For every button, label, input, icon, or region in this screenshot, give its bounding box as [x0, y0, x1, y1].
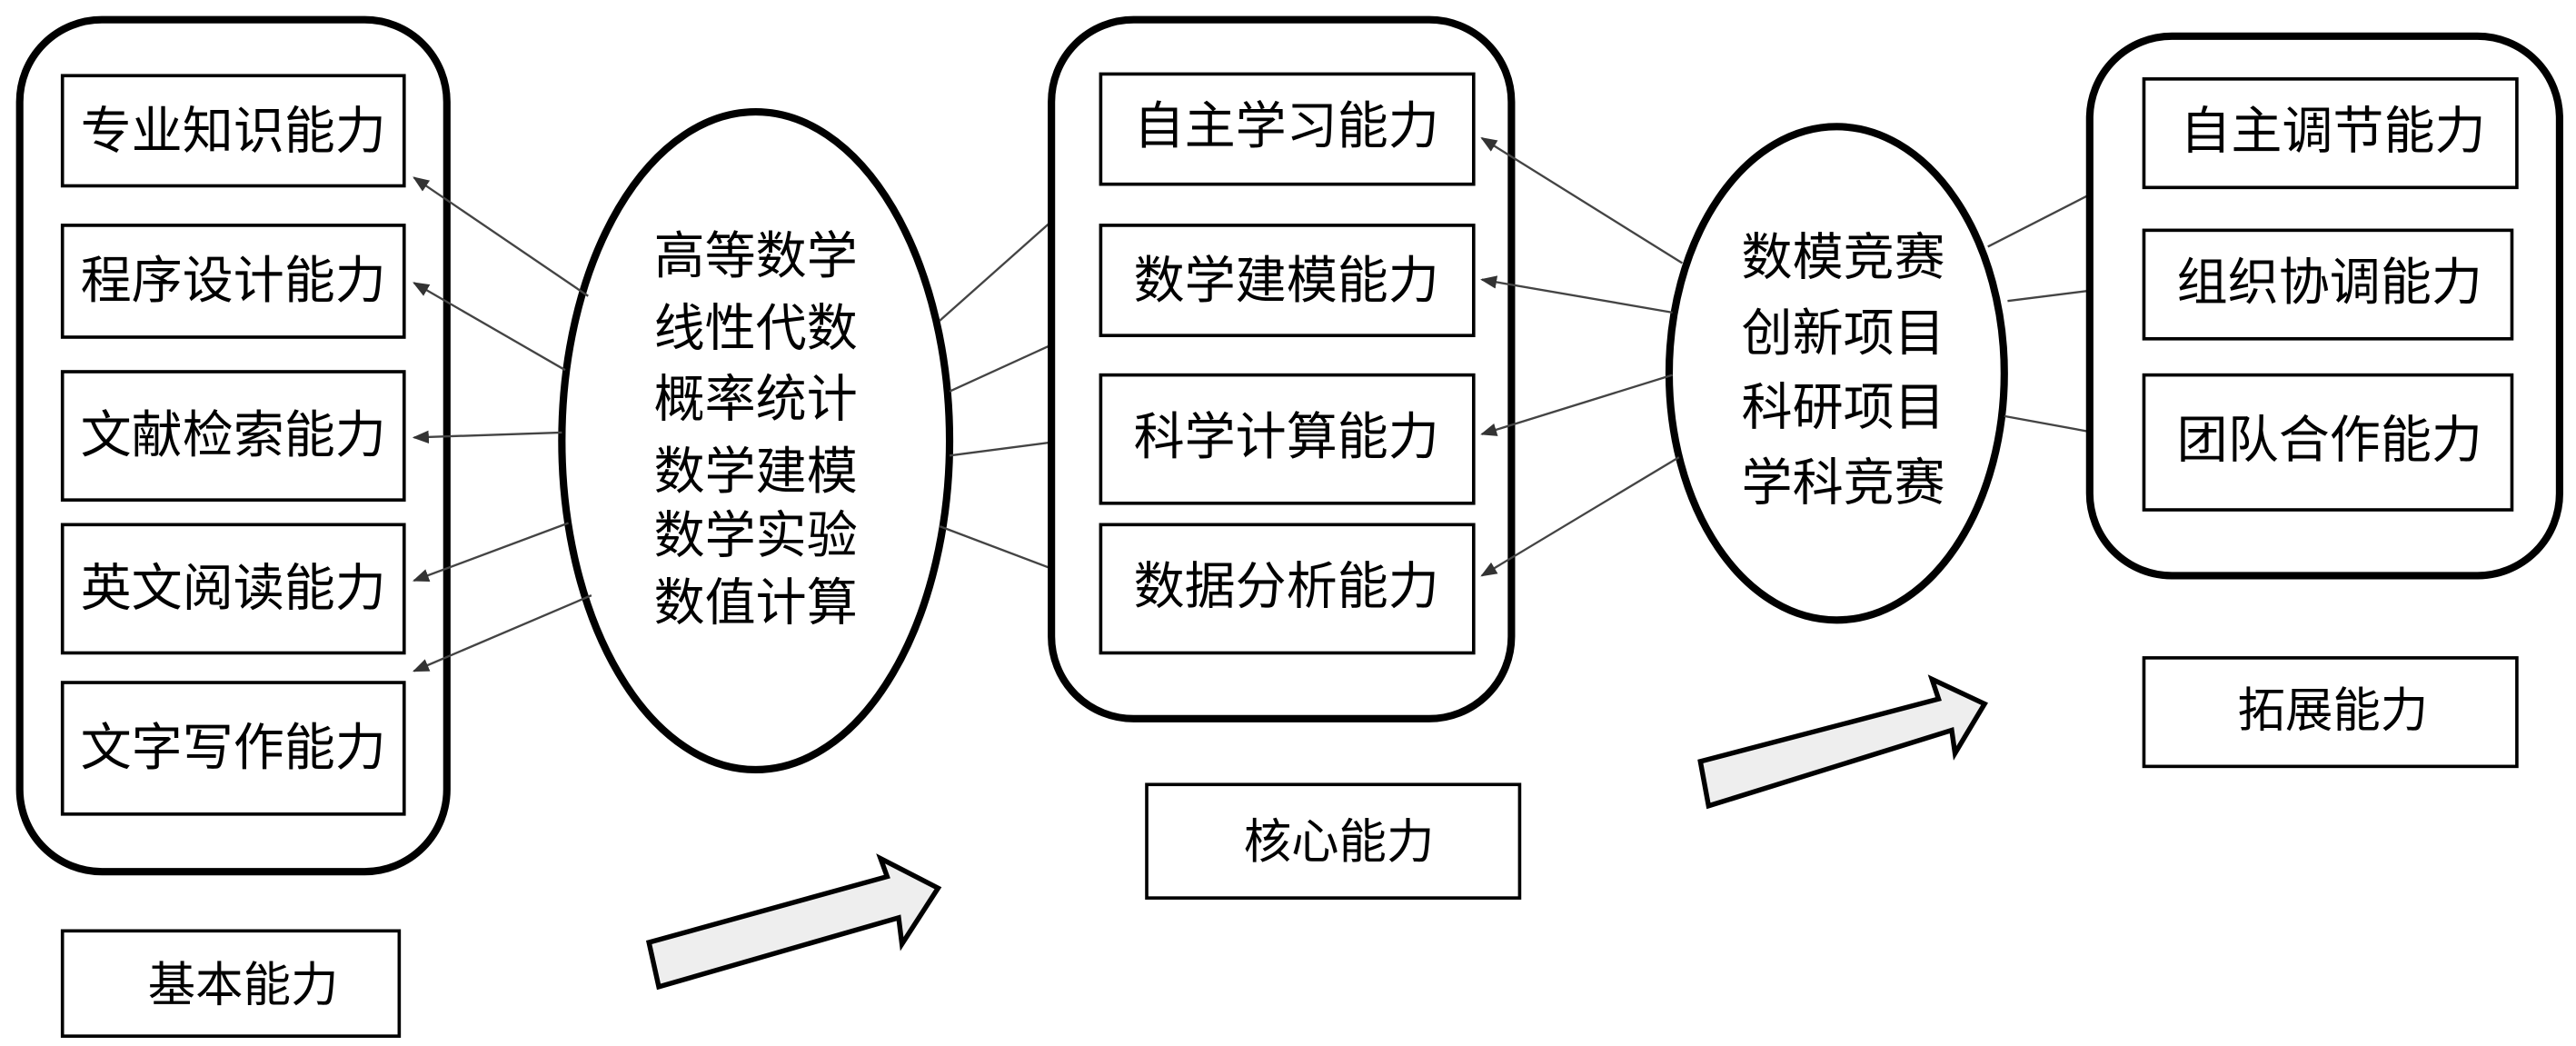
basic-item-4: 文字写作能力: [60, 681, 406, 816]
basic-item-2: 文献检索能力: [60, 370, 406, 502]
core-item-box: [1099, 373, 1476, 505]
progression-arrow-basic-to-core: [645, 853, 942, 991]
course-label: 数学建模: [654, 443, 858, 502]
basic-item-label: 文献检索能力: [81, 406, 386, 465]
extended-item-label: 自主调节能力: [2180, 102, 2485, 161]
activity-label: 科研项目: [1742, 378, 1945, 437]
core-item-0: 自主学习能力: [1099, 72, 1476, 186]
activity-label: 创新项目: [1742, 304, 1945, 364]
connector-arrow: [412, 522, 569, 582]
course-label: 高等数学: [654, 227, 858, 286]
extended-ability-caption: 拓展能力: [2142, 656, 2519, 769]
basic-item-box: [60, 224, 406, 339]
basic-ability-group: 专业知识能力 程序设计能力 文献检索能力 英文阅读能力 文字写作能力 基本能力: [15, 15, 451, 1038]
connector-arrow: [1480, 275, 1673, 314]
basic-item-label: 程序设计能力: [81, 252, 386, 311]
caption-box: [1145, 782, 1522, 900]
activities-node: 数模竞赛 创新项目 科研项目 学科竞赛: [1665, 123, 2008, 624]
basic-item-box: [60, 370, 406, 502]
core-item-box: [1099, 523, 1476, 655]
caption-label: 核心能力: [1244, 814, 1435, 870]
core-item-label: 数据分析能力: [1134, 558, 1439, 617]
core-item-box: [1099, 72, 1476, 186]
extended-item-box: [2142, 77, 2519, 190]
course-label: 线性代数: [654, 299, 858, 358]
extended-item-label: 组织协调能力: [2177, 254, 2482, 313]
activity-label: 数模竞赛: [1742, 229, 1945, 288]
courses-ellipse: [558, 107, 954, 774]
connector-arrow: [1480, 137, 1684, 264]
basic-item-label: 文字写作能力: [81, 719, 386, 778]
extended-item-box: [2142, 373, 2514, 512]
basic-item-1: 程序设计能力: [60, 224, 406, 339]
basic-item-label: 英文阅读能力: [81, 559, 386, 618]
courses-node: 高等数学 线性代数 概率统计 数学建模 数学实验 数值计算: [558, 107, 954, 774]
activity-label: 学科竞赛: [1742, 454, 1945, 513]
caption-box: [2142, 656, 2519, 769]
core-item-label: 数学建模能力: [1134, 252, 1439, 311]
caption-label: 基本能力: [148, 958, 339, 1013]
basic-item-3: 英文阅读能力: [60, 523, 406, 655]
course-label: 数学实验: [654, 506, 858, 565]
course-label: 概率统计: [654, 370, 858, 429]
core-item-1: 数学建模能力: [1099, 224, 1476, 337]
connector-arrow: [413, 282, 566, 372]
extended-item-1: 组织协调能力: [2142, 228, 2514, 341]
activities-to-core-connectors: [1480, 137, 1684, 577]
core-item-3: 数据分析能力: [1099, 523, 1476, 655]
caption-label: 拓展能力: [2238, 682, 2429, 738]
connector-arrow: [413, 176, 589, 297]
extended-ability-group: 自主调节能力 组织协调能力 团队合作能力 拓展能力: [2085, 32, 2563, 769]
extended-item-box: [2142, 228, 2514, 341]
connector-arrow: [412, 594, 592, 672]
basic-item-0: 专业知识能力: [60, 74, 406, 188]
core-item-box: [1099, 224, 1476, 337]
course-label: 数值计算: [654, 574, 858, 633]
basic-item-label: 专业知识能力: [81, 102, 386, 161]
connector-arrow: [1480, 456, 1680, 577]
basic-ability-caption: 基本能力: [60, 929, 402, 1038]
core-item-label: 自主学习能力: [1134, 97, 1439, 156]
connector-arrow: [1480, 374, 1673, 436]
extended-item-0: 自主调节能力: [2142, 77, 2519, 190]
courses-to-basic-connectors: [412, 176, 592, 672]
extended-item-2: 团队合作能力: [2142, 373, 2514, 512]
core-ability-caption: 核心能力: [1145, 782, 1522, 900]
progression-arrow-core-to-extended: [1697, 674, 1988, 810]
connector-arrow: [412, 430, 562, 444]
core-ability-group: 自主学习能力 数学建模能力 科学计算能力 数据分析能力 核心能力: [1048, 15, 1522, 900]
activities-ellipse: [1665, 123, 2008, 624]
basic-item-box: [60, 523, 406, 655]
caption-box: [60, 929, 402, 1038]
core-item-2: 科学计算能力: [1099, 373, 1476, 505]
extended-item-label: 团队合作能力: [2177, 411, 2482, 470]
basic-item-box: [60, 681, 406, 816]
core-item-label: 科学计算能力: [1134, 408, 1439, 467]
basic-item-box: [60, 74, 406, 188]
